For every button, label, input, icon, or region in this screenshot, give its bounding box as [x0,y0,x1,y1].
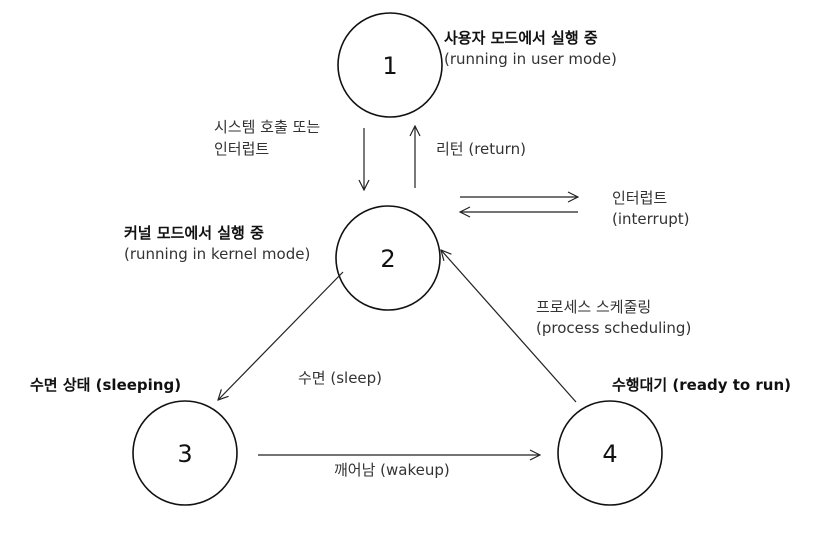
schedule-arrow [441,250,577,403]
state-4-node: 4 [557,400,663,506]
state-1-node: 1 [337,12,443,118]
state-1-number: 1 [382,52,397,80]
state-4-number: 4 [602,440,617,468]
return-label: 리턴 (return) [436,140,526,158]
sleep-label: 수면 (sleep) [298,369,382,387]
interrupt-label-line1: 인터럽트 [612,189,667,207]
schedule-label-line2: (process scheduling) [536,319,691,337]
state-2-label-en: (running in kernel mode) [124,245,310,263]
state-3-number: 3 [177,440,192,468]
state-3-node: 3 [132,400,238,506]
schedule-label-line1: 프로세스 스케줄링 [536,298,651,316]
state-1-label-en: (running in user mode) [444,50,617,68]
state-4-label: 수행대기 (ready to run) [612,376,791,394]
state-2-number: 2 [380,245,395,273]
syscall-label-line2: 인터럽트 [214,140,269,158]
sleep-arrow [218,271,344,400]
interrupt-label-line2: (interrupt) [612,210,689,228]
syscall-label-line1: 시스템 호출 또는 [214,118,320,136]
state-1-label-ko: 사용자 모드에서 실행 중 [444,29,598,47]
state-3-label: 수면 상태 (sleeping) [30,376,181,394]
state-2-label-ko: 커널 모드에서 실행 중 [124,224,264,242]
wakeup-label: 깨어남 (wakeup) [334,461,450,479]
state-2-node: 2 [335,205,441,311]
